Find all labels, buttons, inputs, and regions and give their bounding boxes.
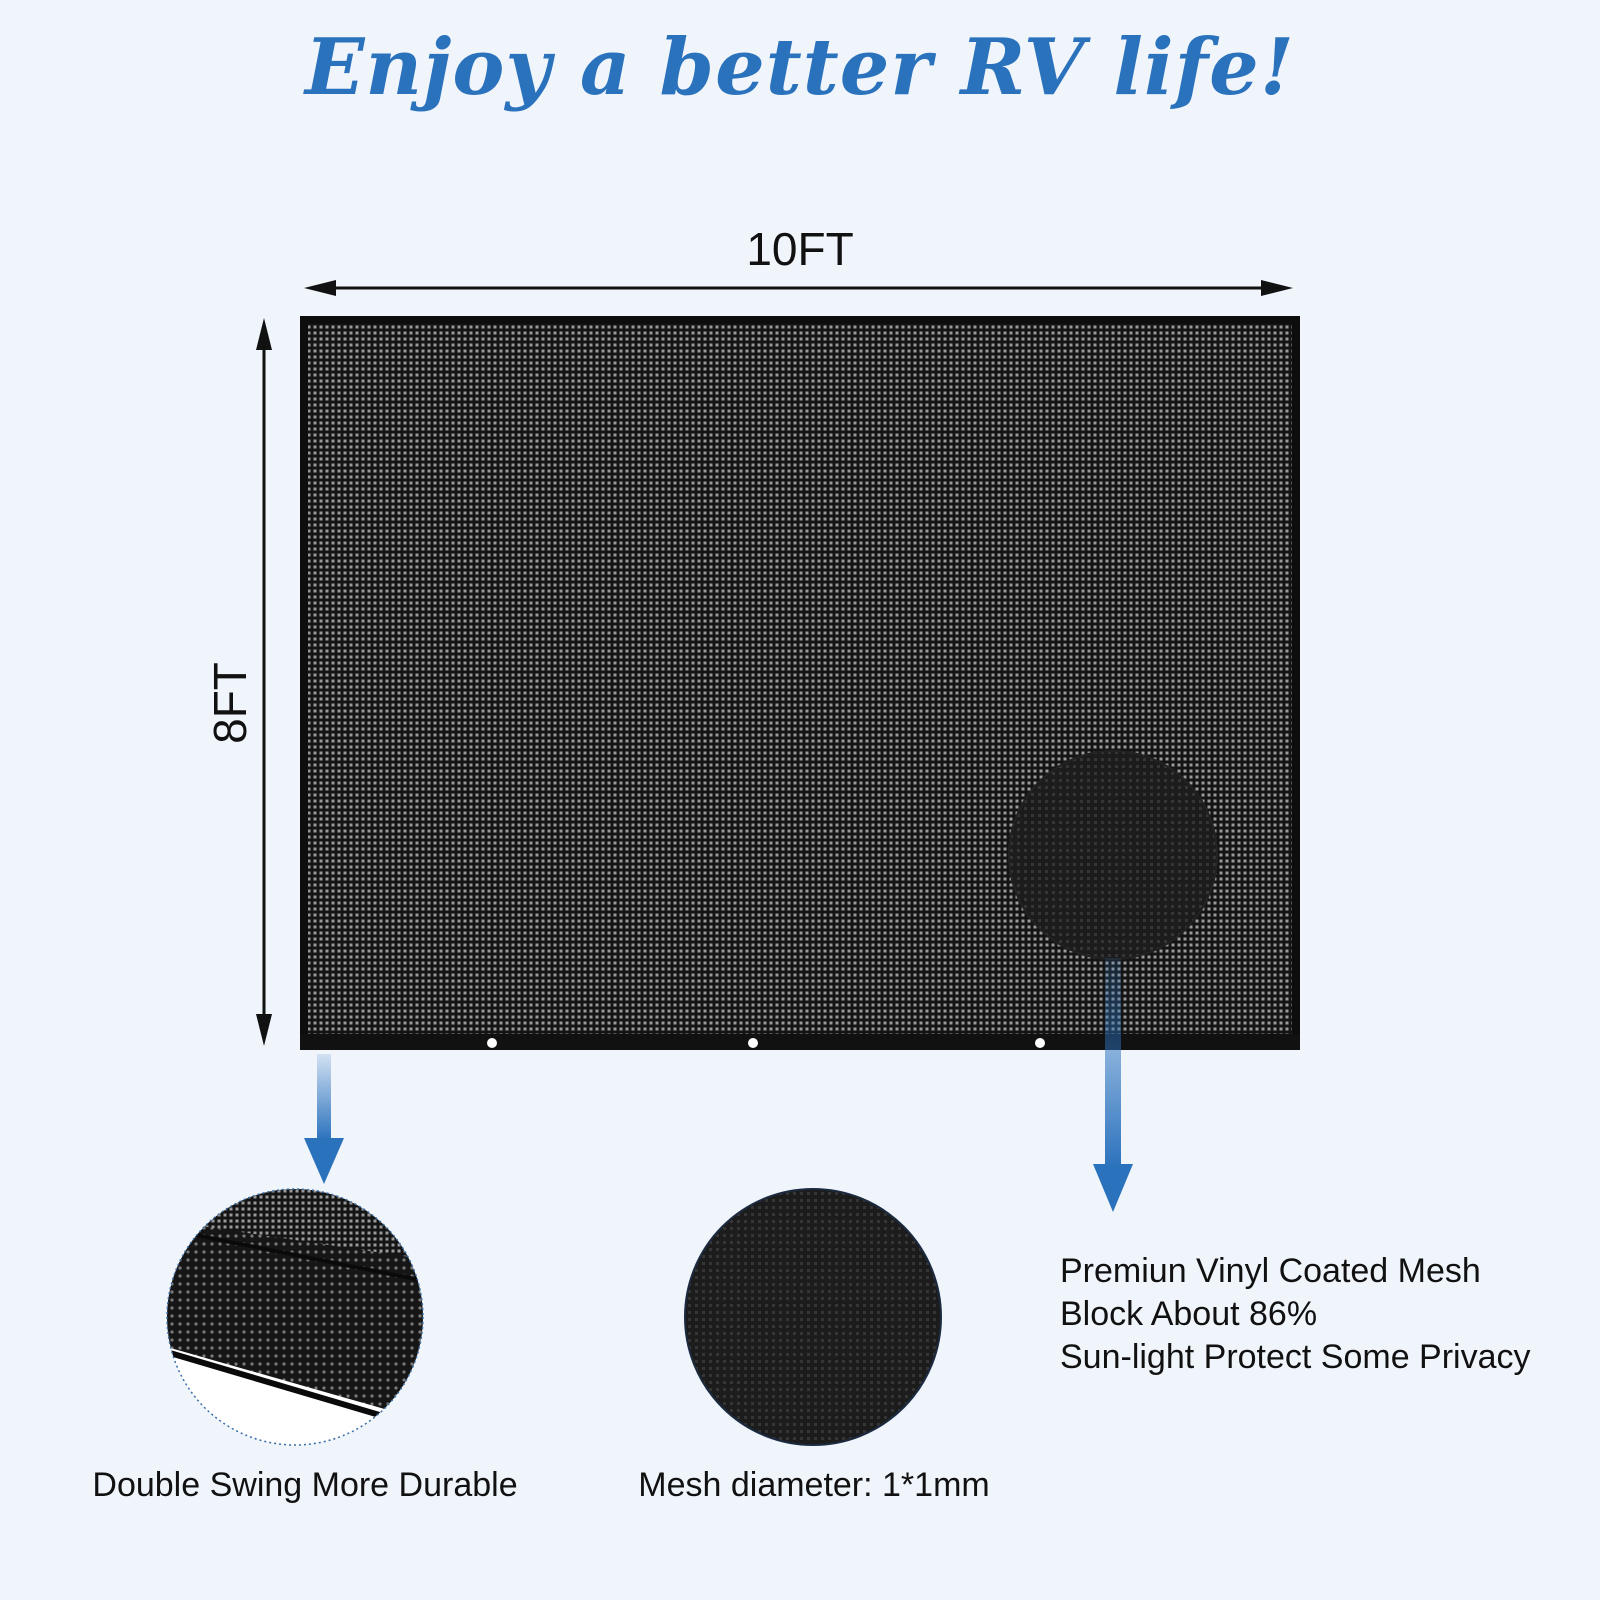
feature-item: Block About 86% [1060, 1295, 1318, 1333]
edge-caption: Double Swing More Durable [92, 1466, 518, 1504]
height-label: 8FT [204, 662, 256, 744]
grommet [1035, 1038, 1045, 1048]
feature-item: Premiun Vinyl Coated Mesh [1060, 1252, 1481, 1290]
mesh-pointer-arrow [1093, 958, 1133, 1212]
mesh-detail-circle [684, 1188, 942, 1446]
headline: Enjoy a better RV life! [304, 22, 1296, 113]
width-dimension-arrow [304, 280, 1293, 296]
height-dimension-arrow [256, 318, 272, 1046]
mesh-zoom-circle [1008, 750, 1218, 960]
feature-item: Sun-light Protect Some Privacy [1060, 1338, 1531, 1376]
edge-pointer-arrow [304, 1054, 344, 1184]
grommet [748, 1038, 758, 1048]
feature-list: Premiun Vinyl Coated Mesh Block About 86… [1060, 1250, 1531, 1379]
edge-detail-circle [166, 1188, 424, 1446]
mesh-caption: Mesh diameter: 1*1mm [638, 1466, 990, 1504]
grommet [487, 1038, 497, 1048]
width-label: 10FT [746, 223, 854, 275]
